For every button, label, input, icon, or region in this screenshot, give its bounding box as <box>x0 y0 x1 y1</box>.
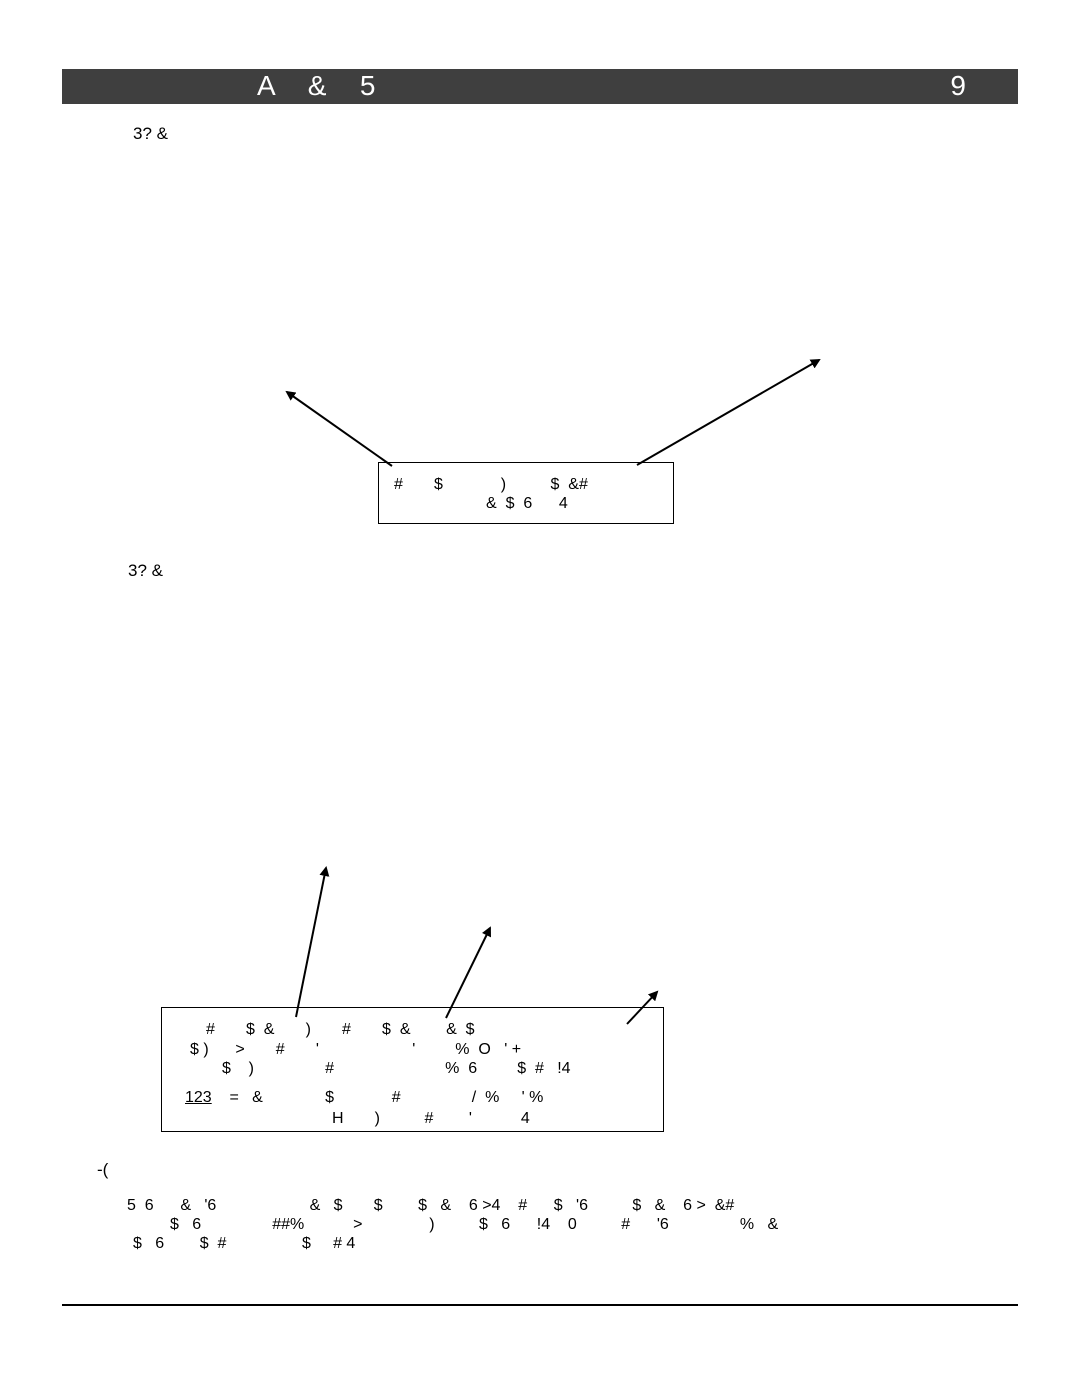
page-header-title: A & 5 <box>257 70 382 101</box>
footer-rule <box>62 1304 1018 1306</box>
note-heading: -( <box>97 1160 109 1179</box>
callout-2-line-2: $ ) > # ' ' % O ' + <box>190 1041 522 1058</box>
callout-1-line-2: & $ 6 4 <box>486 495 568 512</box>
callout-1-line-1: # $ ) $ &# <box>394 476 588 493</box>
arrow-2-right <box>626 990 659 1025</box>
note-line-2: $ 6 ##% > ) $ 6 !4 0 # '6 % & <box>170 1216 779 1233</box>
callout-box-2: # $ & ) # $ & & $ $ ) > # ' ' % O ' + $ … <box>161 1007 664 1132</box>
callout-2-line-5: H ) # ' 4 <box>332 1110 530 1127</box>
arrow-1-right <box>636 359 821 466</box>
section-1-heading: 3? & <box>133 124 168 143</box>
callout-2-line-4-text: = & $ # / % ' % <box>229 1089 544 1106</box>
arrow-1-left <box>285 390 393 467</box>
arrow-2-middle <box>445 926 491 1019</box>
note-line-1: 5 6 & '6 & $ $ $ & 6 >4 # $ '6 $ & 6 > &… <box>127 1197 735 1214</box>
callout-2-line-1: # $ & ) # $ & & $ <box>206 1021 475 1038</box>
header-bar: A & 5 9 <box>62 69 1018 104</box>
section-2-heading: 3? & <box>128 561 163 580</box>
arrow-2-left <box>295 866 330 1018</box>
page-number: 9 <box>950 70 966 101</box>
callout-2-link[interactable]: 123 <box>185 1089 212 1106</box>
callout-box-1: # $ ) $ &# & $ 6 4 <box>378 462 674 524</box>
note-line-3: $ 6 $ # $ # 4 <box>133 1235 356 1252</box>
callout-2-line-4: 123 = & $ # / % ' % <box>185 1088 543 1108</box>
callout-2-line-3: $ ) # % 6 $ # !4 <box>222 1060 571 1077</box>
